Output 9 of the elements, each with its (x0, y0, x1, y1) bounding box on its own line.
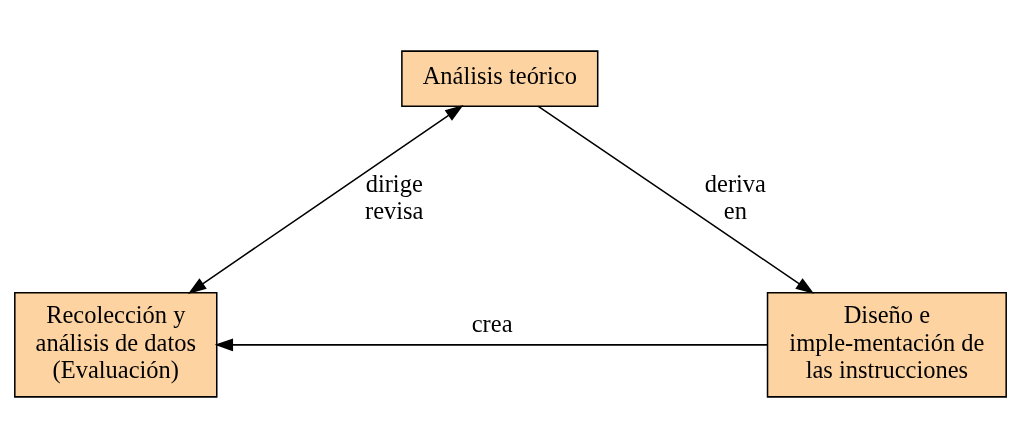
node-box: Diseño e imple-mentación de las instrucciones (766, 292, 1007, 398)
node-box: Recolección y análisis de datos (Evaluación) (14, 292, 218, 398)
edge-label: dirige revisa (365, 169, 424, 225)
arrow (187, 105, 464, 294)
arrow (537, 105, 815, 294)
arrow (214, 338, 768, 352)
edge-label: deriva en (704, 169, 766, 225)
edge-label: crea (471, 310, 513, 338)
node-box: Análisis teórico (401, 50, 599, 107)
